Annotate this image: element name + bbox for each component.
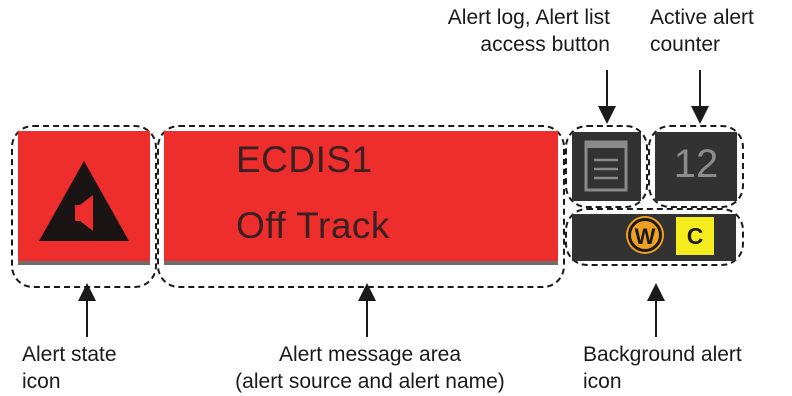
alert-state-label: Alert state icon: [22, 341, 182, 395]
alert-source-text: ECDIS1: [236, 139, 373, 180]
caution-badge-letter: C: [686, 223, 704, 249]
message-panel-shadow: [164, 261, 558, 265]
alert-state-speaker-icon: [39, 161, 129, 241]
alert-state-label-line1: Alert state: [22, 343, 117, 366]
message-area-label-line2: (alert source and alert name): [235, 370, 505, 393]
alert-state-outline: [11, 125, 157, 288]
message-area-label: Alert message area (alert source and ale…: [180, 341, 560, 395]
background-alert-outline: [565, 208, 744, 266]
background-alert-label-line2: icon: [583, 370, 622, 393]
alert-state-panel-shadow: [18, 261, 150, 265]
alert-log-label-line2: access button: [480, 33, 610, 56]
background-alert-label-line1: Background alert: [583, 343, 742, 366]
alert-log-arrow: [598, 70, 616, 124]
active-counter-label-line1: Active alert: [650, 6, 754, 29]
active-counter-outline: [648, 125, 744, 208]
warning-badge-icon: W: [628, 218, 662, 252]
active-counter-label: Active alert counter: [650, 4, 790, 58]
alert-log-label: Alert log, Alert list access button: [410, 4, 610, 58]
active-alert-count: 12: [673, 142, 719, 186]
message-area-outline: [157, 125, 565, 288]
message-area-arrow: [358, 283, 376, 337]
background-alert-label: Background alert icon: [583, 341, 788, 395]
background-alert-arrow: [647, 283, 665, 337]
alert-name-text: Off Track: [236, 205, 390, 246]
alert-log-label-line1: Alert log, Alert list: [447, 6, 610, 29]
alert-state-label-line2: icon: [22, 370, 61, 393]
active-counter-arrow: [691, 70, 709, 124]
background-alert-bar[interactable]: W C: [572, 214, 736, 261]
list-icon: [584, 140, 628, 192]
alert-state-arrow: [78, 283, 96, 337]
active-alert-counter: 12: [655, 132, 737, 201]
alert-message-area[interactable]: ECDIS1 Off Track: [164, 131, 558, 265]
alert-log-outline: [565, 125, 648, 208]
alert-state-icon-panel: [18, 131, 150, 265]
message-area-label-line1: Alert message area: [278, 343, 462, 366]
warning-badge-letter: W: [634, 224, 656, 249]
active-counter-label-line2: counter: [650, 33, 721, 56]
alert-log-button[interactable]: [572, 132, 641, 201]
caution-badge-icon: C: [676, 217, 714, 255]
